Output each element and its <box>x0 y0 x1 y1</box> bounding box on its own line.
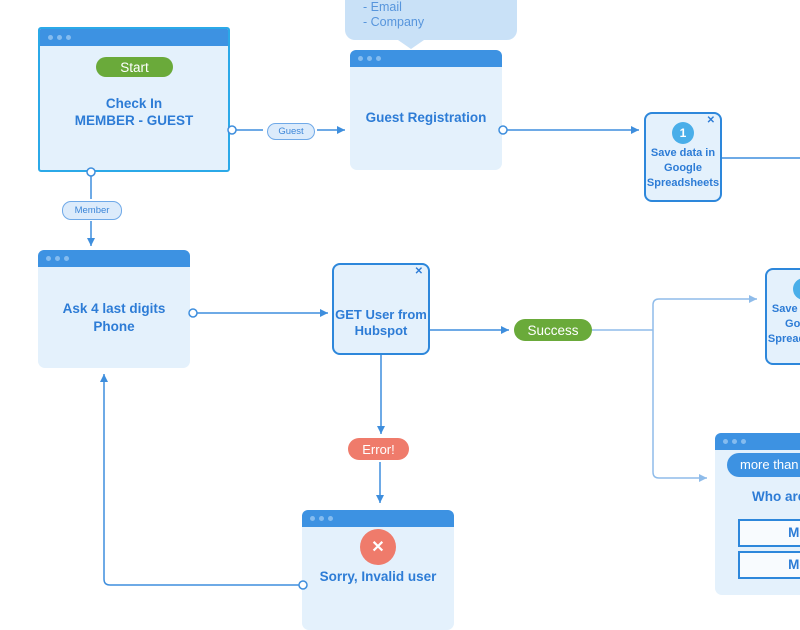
window-dot <box>46 256 51 261</box>
sorry-invalid-user-node[interactable]: ✕ Sorry, Invalid user <box>302 510 454 630</box>
window-dot <box>310 516 315 521</box>
window-dot <box>367 56 372 61</box>
member-option-button-2[interactable]: Member <box>738 551 800 579</box>
sorry-invalid-title: Sorry, Invalid user <box>319 569 437 584</box>
window-dot <box>328 516 333 521</box>
member-count-node[interactable]: more than Who are Member Member <box>715 433 800 595</box>
window-dot <box>741 439 746 444</box>
window-dot <box>55 256 60 261</box>
save-sheets-label: Save data in Google Spreadsheets <box>646 147 720 189</box>
who-are-question: Who are <box>752 489 800 504</box>
tooltip-line-company: - Company <box>363 15 425 29</box>
window-dot <box>64 256 69 261</box>
start-badge: Start <box>96 57 173 77</box>
check-in-node[interactable]: Start Check In MEMBER - GUEST <box>38 27 230 172</box>
output-port <box>188 308 198 318</box>
error-status-pill: Error! <box>348 438 409 460</box>
save-sheets-label: Save data in Google Spreadsheets <box>767 303 800 345</box>
edge-junction-save2 <box>652 295 757 330</box>
save-google-sheets-card-1[interactable]: ✕ 1 Save data in Google Spreadsheets <box>644 112 722 202</box>
member-option-button-1[interactable]: Member <box>738 519 800 547</box>
save-google-sheets-card-2[interactable]: 1 Save data in Google Spreadsheets <box>765 268 800 365</box>
error-cross-icon: ✕ <box>360 529 396 565</box>
close-icon[interactable]: ✕ <box>706 115 715 126</box>
fields-tooltip: - Email - Company <box>345 0 517 49</box>
guest-registration-title: Guest Registration <box>365 110 487 125</box>
step-number-badge: 1 <box>672 122 694 144</box>
guest-registration-node[interactable]: Guest Registration <box>350 50 502 170</box>
get-user-title-line1: GET User from <box>335 307 427 322</box>
window-dot <box>319 516 324 521</box>
flow-canvas: { "colors": { "titlebar_blue": "#3D92E2"… <box>38 0 800 630</box>
more-than-pill: more than <box>727 453 800 477</box>
step-number-badge: 1 <box>793 278 800 300</box>
ask-phone-title-line2: Phone <box>93 319 135 334</box>
window-dot <box>358 56 363 61</box>
tooltip-line-email: - Email <box>363 0 402 14</box>
edge-sorry-askphone-loop <box>100 374 299 586</box>
ask-phone-node[interactable]: Ask 4 last digits Phone <box>38 250 190 368</box>
edge-junction-membernode <box>652 330 707 482</box>
window-dot <box>723 439 728 444</box>
close-icon[interactable]: ✕ <box>414 266 423 277</box>
check-in-title-line2: MEMBER - GUEST <box>74 113 194 128</box>
guest-condition-pill[interactable]: Guest <box>267 123 315 140</box>
window-dot <box>732 439 737 444</box>
success-status-pill: Success <box>514 319 592 341</box>
window-dot <box>48 35 53 40</box>
window-dot <box>66 35 71 40</box>
member-condition-pill[interactable]: Member <box>62 201 122 220</box>
check-in-title-line1: Check In <box>105 96 163 111</box>
window-titlebar <box>38 250 190 267</box>
get-user-hubspot-card[interactable]: ✕ GET User from Hubspot <box>332 263 430 355</box>
window-dot <box>376 56 381 61</box>
get-user-title-line2: Hubspot <box>354 323 408 338</box>
window-titlebar <box>302 510 454 527</box>
ask-phone-title-line1: Ask 4 last digits <box>62 301 166 316</box>
window-titlebar <box>350 50 502 67</box>
tooltip-tail <box>398 40 424 49</box>
window-titlebar <box>715 433 800 450</box>
window-titlebar <box>40 29 228 46</box>
window-dot <box>57 35 62 40</box>
